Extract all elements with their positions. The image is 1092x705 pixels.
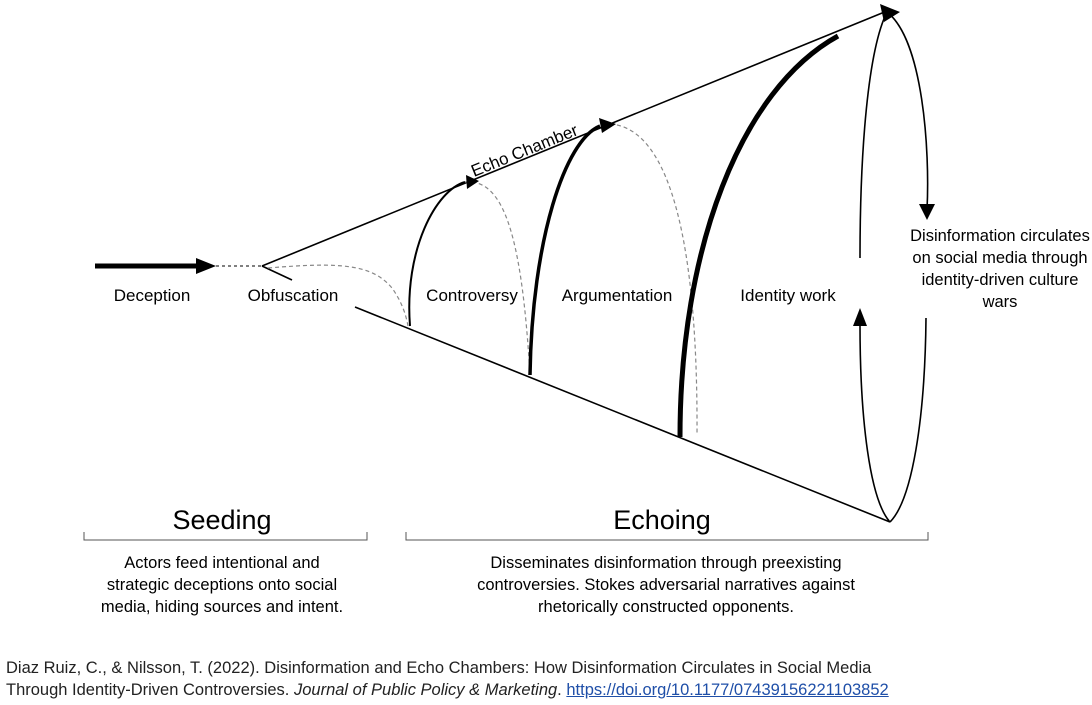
seeding-description: Actors feed intentional and strategic de…	[101, 552, 343, 618]
argumentation-arc	[528, 124, 601, 376]
citation-title-end: Through Identity-Driven Controversies.	[6, 681, 290, 699]
circulation-down-arrow-head	[919, 204, 935, 220]
circulation-left-lower-arc	[859, 324, 891, 523]
controversy-arc-arrow-head	[466, 175, 479, 189]
seeding-description-line: strategic deceptions onto social	[106, 576, 338, 594]
circulation-up-arrow-head	[853, 308, 867, 326]
echoing-description-line: controversies. Stokes adversarial narrat…	[477, 576, 855, 594]
citation-authors: Diaz Ruiz, C., & Nilsson, T. (2022). Dis…	[6, 659, 872, 677]
outcome-line: on social media through	[912, 249, 1088, 267]
argumentation-dashed-arc	[609, 123, 698, 436]
echoing-description-line: rhetorically constructed opponents.	[538, 598, 794, 616]
outcome-line: wars	[982, 293, 1018, 311]
citation-period: .	[557, 681, 562, 699]
outcome-line: identity-driven culture	[921, 271, 1079, 289]
stage-obfuscation-label: Obfuscation	[247, 286, 339, 305]
identity-work-arc	[677, 33, 840, 438]
controversy-arc	[408, 181, 466, 327]
citation-doi-link[interactable]: https://doi.org/10.1177/0743915622110385…	[566, 681, 889, 699]
echoing-description: Disseminates disinformation through pree…	[477, 552, 855, 618]
echoing-title: Echoing	[613, 505, 711, 535]
seeding-title: Seeding	[172, 505, 272, 535]
stage-controversy-label: Controversy	[426, 286, 518, 305]
outcome-text: Disinformation circulates on social medi…	[910, 225, 1090, 313]
citation-journal: Journal of Public Policy & Marketing	[293, 681, 558, 699]
cone-bottom-edge	[354, 306, 891, 523]
seeding-description-line: media, hiding sources and intent.	[100, 598, 344, 616]
seeding-bracket	[83, 532, 368, 541]
echoing-description-line: Disseminates disinformation through pree…	[490, 554, 842, 572]
stage-argumentation-label: Argumentation	[561, 286, 673, 305]
stage-deception-label: Deception	[113, 286, 191, 305]
citation-line-2: Through Identity-Driven Controversies. J…	[6, 679, 889, 701]
cone-bottom-edge-start	[261, 265, 293, 281]
controversy-dashed-arc	[464, 181, 531, 376]
seeding-description-line: Actors feed intentional and	[124, 554, 320, 572]
echoing-bracket	[405, 532, 929, 541]
cone-top-edge	[261, 10, 888, 267]
circulation-left-upper-arc	[859, 11, 888, 259]
stage-identity-work-label: Identity work	[740, 286, 836, 305]
circulation-right-lower-arc	[889, 317, 927, 523]
citation: Diaz Ruiz, C., & Nilsson, T. (2022). Dis…	[6, 657, 889, 701]
circulation-right-arc	[886, 11, 929, 211]
outcome-line: Disinformation circulates	[910, 227, 1090, 245]
obfuscation-dashed-arc	[267, 264, 409, 327]
deception-arrow-head	[196, 258, 216, 274]
argumentation-arc-arrow-head	[599, 118, 616, 133]
